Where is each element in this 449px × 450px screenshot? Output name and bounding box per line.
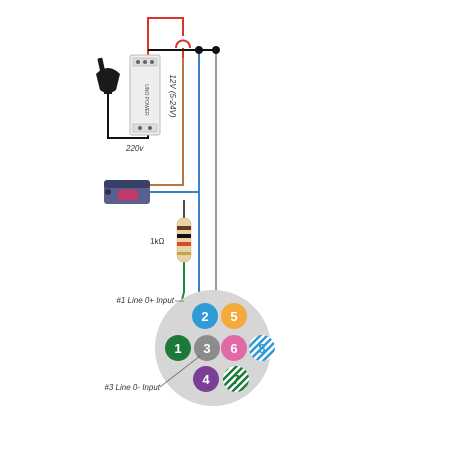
pin-8-number: 8 — [258, 341, 265, 356]
pin-5-number: 5 — [230, 309, 237, 324]
line0-minus-leader — [159, 355, 201, 388]
pin-3-number: 3 — [203, 341, 210, 356]
pin-4-number: 4 — [202, 372, 210, 387]
pin-1: 1 — [165, 335, 191, 361]
resistor — [176, 217, 192, 263]
photoelectric-sensor — [104, 180, 150, 204]
pin-2: 2 — [192, 303, 218, 329]
power-voltage-label: 12V (5-24V) — [168, 74, 177, 117]
power-supply-unit: UNO POWER — [129, 54, 161, 136]
psu-brand-text: UNO POWER — [143, 84, 149, 116]
red-wire-hop — [175, 39, 191, 49]
red-wire — [147, 17, 184, 60]
pin-1-number: 1 — [174, 341, 181, 356]
power-plug-icon — [96, 57, 120, 94]
line0-plus-label: #1 Line 0+ Input — [116, 296, 174, 305]
pin-7-number: 7 — [232, 372, 239, 387]
pin-5: 5 — [221, 303, 247, 329]
mains-voltage-label: 220v — [125, 144, 144, 153]
brown-wire — [150, 58, 184, 186]
pin-4: 4 — [193, 366, 219, 392]
pin-2-number: 2 — [201, 309, 208, 324]
pin-6-number: 6 — [230, 341, 237, 356]
junction-dot-1 — [195, 46, 203, 54]
junction-dot-2 — [212, 46, 220, 54]
pin-8: 8 — [249, 335, 275, 361]
pin-3: 3 — [194, 335, 220, 361]
line0-minus-label: #3 Line 0- Input — [104, 383, 160, 392]
resistor-value-label: 1kΩ — [150, 237, 164, 246]
pin-6: 6 — [221, 335, 247, 361]
pin-7: 7 — [223, 366, 249, 392]
